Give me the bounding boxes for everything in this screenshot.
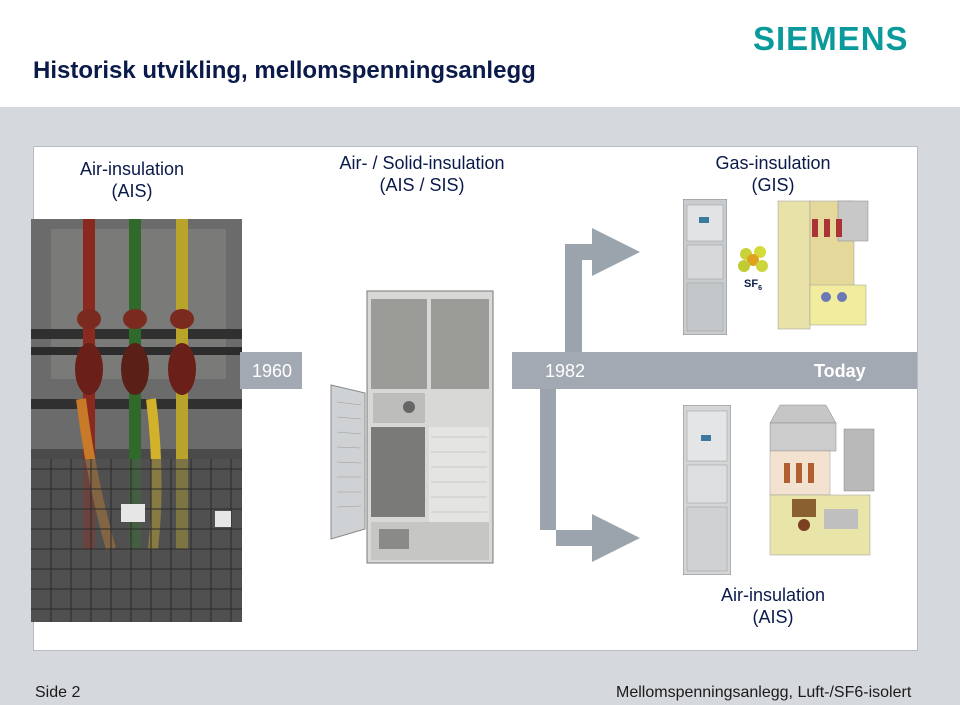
sf6-label: SF6 bbox=[744, 278, 762, 293]
timeline-bar-right bbox=[512, 352, 917, 389]
gis-cross-section-drawing bbox=[776, 197, 870, 335]
slide-title: Historisk utvikling, mellomspenningsanle… bbox=[33, 57, 536, 84]
year-today: Today bbox=[814, 361, 866, 381]
siemens-logo: SIEMENS bbox=[753, 20, 909, 57]
label-air-insulation-1960: Air-insulation (AIS) bbox=[79, 159, 185, 201]
slide-header: Historisk utvikling, mellomspenningsanle… bbox=[0, 0, 960, 107]
arrow-to-ais bbox=[540, 389, 640, 562]
arrow-to-gis bbox=[565, 228, 640, 352]
gis-panel-photo bbox=[683, 199, 727, 335]
sf6-molecule-icon bbox=[738, 244, 770, 274]
year-1982: 1982 bbox=[545, 361, 586, 381]
footer-title: Mellomspenningsanlegg, Luft-/SF6-isolert bbox=[616, 684, 912, 701]
ais-cross-section-drawing bbox=[764, 403, 878, 575]
page-number: Side 2 bbox=[35, 684, 81, 701]
old-substation-photo bbox=[31, 219, 242, 622]
label-air-insulation-today: Air-insulation (AIS) bbox=[720, 585, 826, 627]
label-gas-insulation: Gas-insulation (GIS) bbox=[715, 153, 831, 195]
ais-panel-photo bbox=[683, 405, 731, 575]
label-air-solid-insulation: Air- / Solid-insulation (AIS / SIS) bbox=[339, 153, 505, 195]
year-1960: 1960 bbox=[252, 361, 293, 381]
switchgear-cabinet-photo bbox=[323, 277, 499, 565]
timeline-bar-left bbox=[240, 352, 302, 389]
